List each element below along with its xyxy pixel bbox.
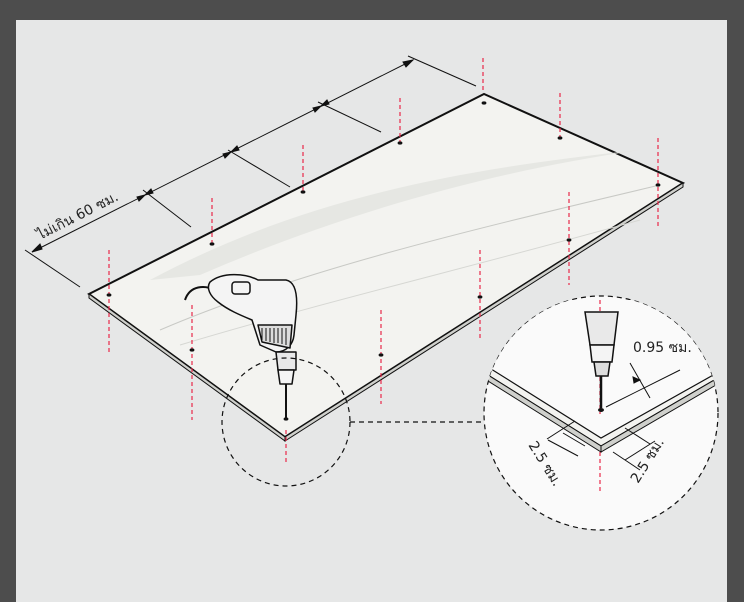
- zoom-dimension-lines: [546, 362, 681, 471]
- panel-reflection: [150, 150, 640, 280]
- zoom-drill-icon: [584, 311, 619, 377]
- power-drill-icon: [184, 273, 298, 385]
- screw-holes: [106, 101, 661, 421]
- hole-diameter-label: 0.95 ซม.: [633, 340, 692, 356]
- zoom-screw-hole: [598, 408, 604, 412]
- dimension-extension-lines: [24, 55, 477, 288]
- max-spacing-label: ไม่เกิน 60 ซม.: [33, 188, 121, 244]
- guide-lines: [108, 58, 659, 464]
- spacing-dimension-line: [31, 59, 415, 253]
